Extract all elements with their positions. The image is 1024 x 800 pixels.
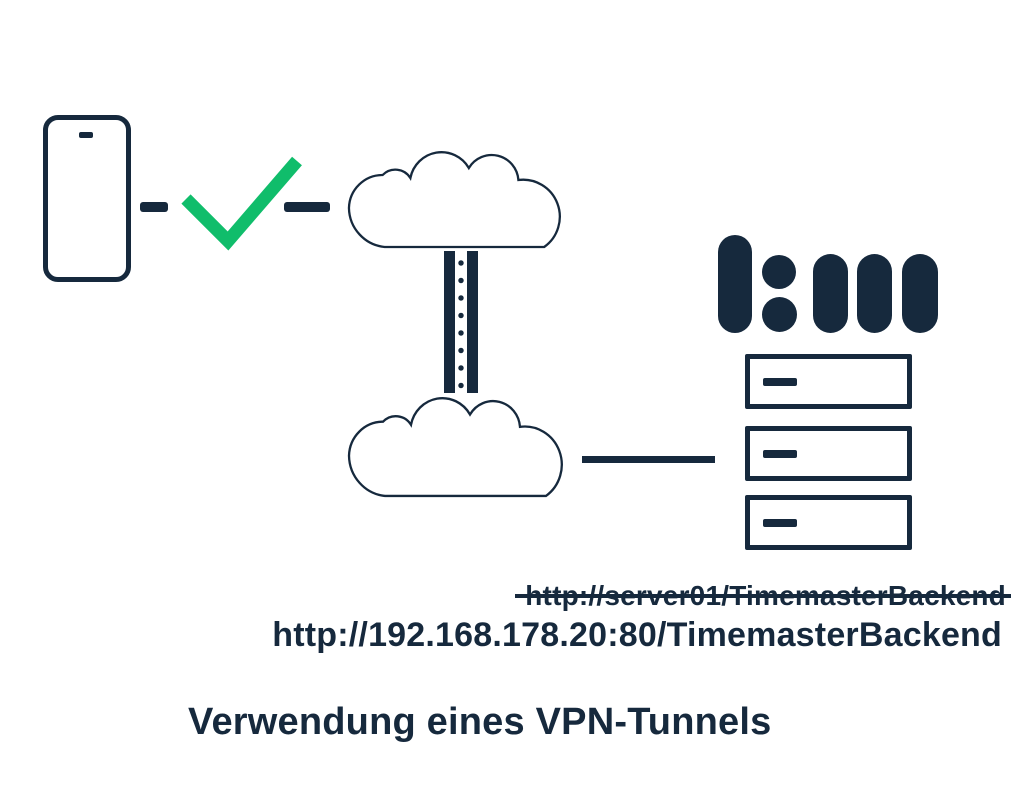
- server-drive-dash: [763, 450, 797, 458]
- logo-pill-shape: [902, 254, 938, 333]
- server-unit: [745, 495, 912, 550]
- server-unit: [745, 354, 912, 409]
- vpn-tunnel-dots: [458, 255, 464, 391]
- logo-pill-shape: [857, 254, 892, 333]
- diagram-caption: Verwendung eines VPN-Tunnels: [188, 701, 772, 743]
- url-new: http://192.168.178.20:80/TimemasterBacke…: [272, 616, 1002, 654]
- server-drive-dash: [763, 519, 797, 527]
- connection-dash-right: [284, 202, 330, 212]
- vpn-tunnel-wall-right: [467, 251, 478, 393]
- smartphone-icon: [43, 115, 131, 282]
- connection-dash-left: [140, 202, 168, 212]
- cloud-server-connector-line: [582, 456, 715, 463]
- logo-bar-shape: [718, 235, 752, 333]
- server-unit: [745, 426, 912, 481]
- cloud-icon-top: [343, 151, 563, 249]
- phone-speaker-dash: [79, 132, 93, 138]
- checkmark-icon: [181, 156, 302, 251]
- url-old-strikethrough: http://server01/TimemasterBackend: [515, 580, 1011, 611]
- logo-pill-shape: [813, 254, 848, 333]
- logo-colon-dot-top: [762, 255, 796, 289]
- vpn-tunnel-wall-left: [444, 251, 455, 393]
- server-drive-dash: [763, 378, 797, 386]
- logo-colon-dot-bottom: [762, 297, 797, 332]
- cloud-icon-bottom: [343, 397, 565, 498]
